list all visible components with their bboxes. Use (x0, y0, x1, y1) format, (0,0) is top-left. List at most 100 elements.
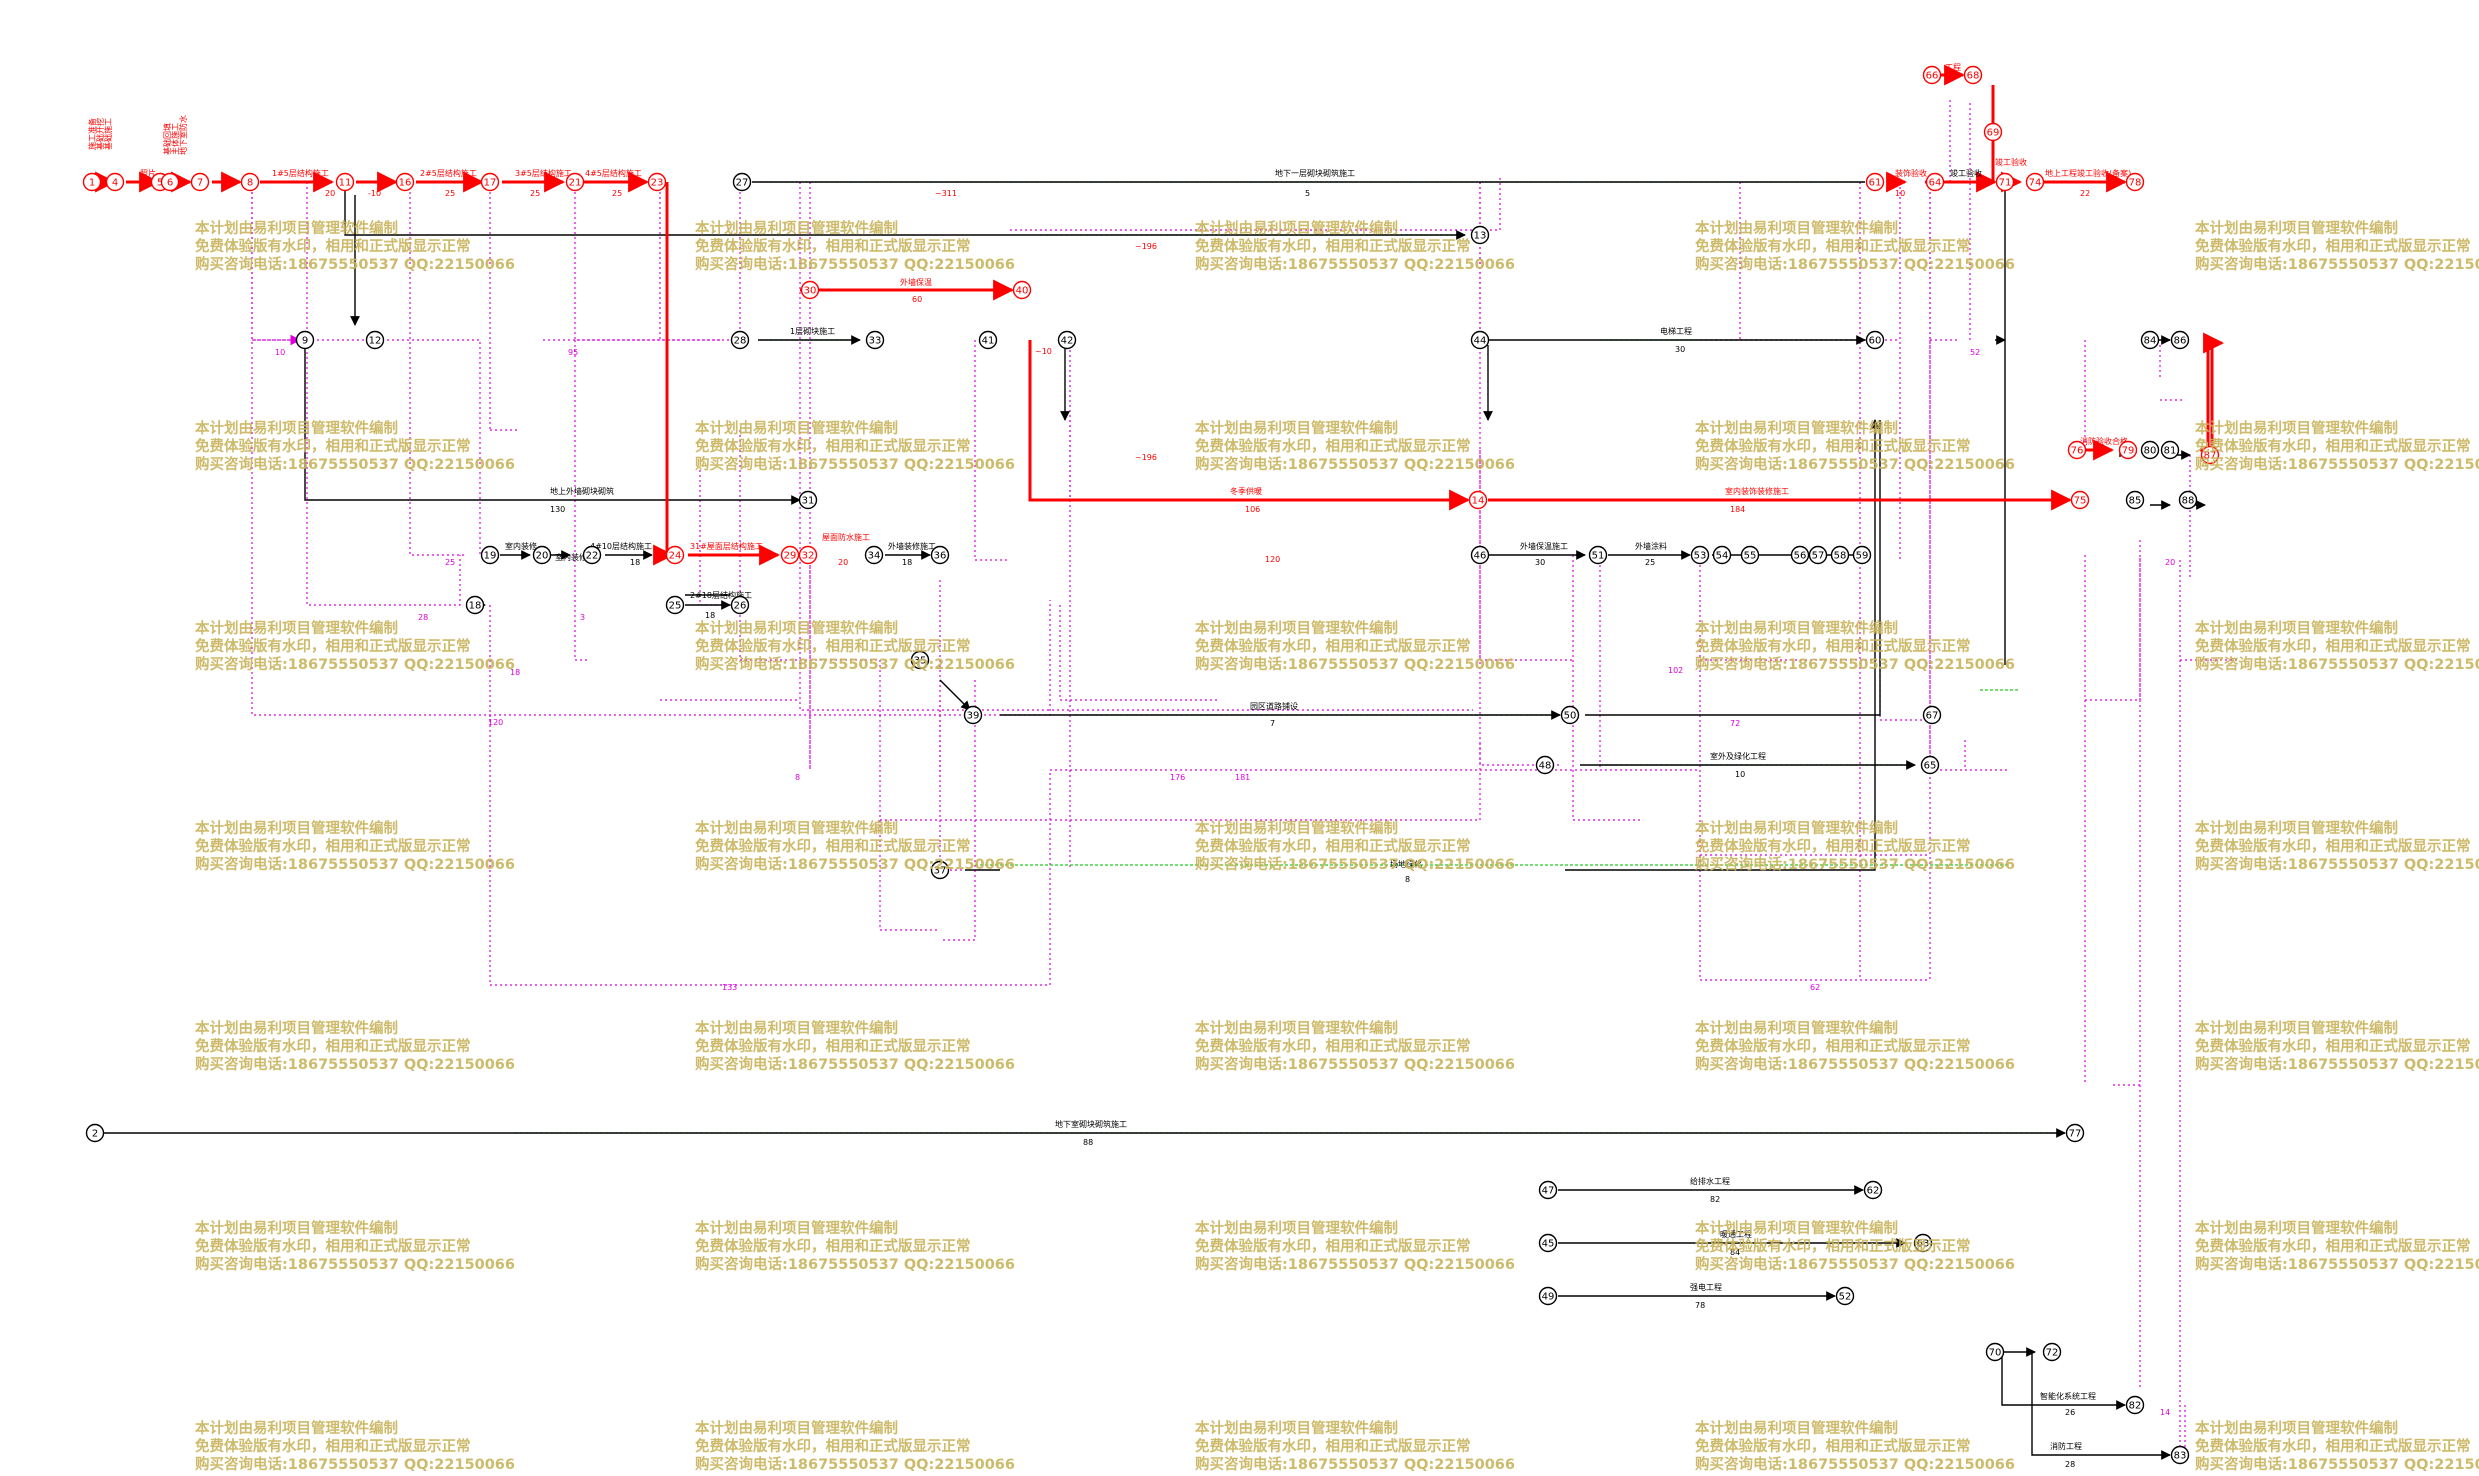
node-65: 65 (1920, 755, 1940, 775)
label-e30_40: 外墙保温 (900, 277, 932, 287)
node-number: 54 (1716, 551, 1729, 562)
node-number: 74 (2029, 178, 2042, 189)
node-number: 44 (1474, 336, 1487, 347)
label-dash_181: 181 (1235, 773, 1250, 782)
label-e21_23_dur: 25 (612, 189, 622, 198)
label-e49_52_dur: 78 (1695, 1301, 1705, 1310)
node-circle (1922, 65, 1942, 85)
svg-text:基础开挖: 基础开挖 (95, 118, 105, 150)
label-e22_24: 4#10层结构施工 (590, 541, 652, 551)
watermark-line1: 本计划由易利项目管理软件编制 (2195, 1021, 2398, 1037)
node-circle (864, 545, 884, 565)
label-dash_25: 25 (445, 558, 455, 567)
watermark: 本计划由易利项目管理软件编制免费体验版有水印，相用和正式版显示正常购买咨询电话:… (1195, 1020, 1535, 1074)
label-e40_14_dur: 106 (1245, 505, 1260, 514)
watermark-line1: 本计划由易利项目管理软件编制 (1695, 221, 1898, 237)
watermark: 本计划由易利项目管理软件编制免费体验版有水印，相用和正式版显示正常购买咨询电话:… (2195, 1420, 2479, 1474)
watermark: 本计划由易利项目管理软件编制免费体验版有水印，相用和正式版显示正常购买咨询电话:… (2195, 820, 2479, 874)
watermark-line1: 本计划由易利项目管理软件编制 (195, 821, 398, 837)
label-e14_75: 室内装饰装修施工 (1725, 486, 1789, 496)
label-e47_62_dur: 82 (1710, 1195, 1720, 1204)
watermark-line2: 免费体验版有水印，相用和正式版显示正常 (695, 639, 971, 655)
node-number: 7 (197, 178, 203, 189)
node-circle (1963, 65, 1983, 85)
node-circle (565, 172, 585, 192)
label-e25_26_dur: 18 (705, 611, 715, 620)
node-63: 63 (1913, 1233, 1933, 1253)
node-circle (2067, 440, 2087, 460)
label-e32_46: 120 (1265, 555, 1280, 564)
node-circle (798, 545, 818, 565)
node-number: 85 (2129, 496, 2142, 507)
watermark-line1: 本计划由易利项目管理软件编制 (1195, 1421, 1398, 1437)
svg-text:地下室防水: 地下室防水 (178, 115, 188, 155)
node-circle (1863, 1180, 1883, 1200)
node-number: 41 (982, 336, 995, 347)
node-61: 61 (1865, 172, 1885, 192)
watermark-line2: 免费体验版有水印，相用和正式版显示正常 (195, 1439, 471, 1455)
node-number: 34 (868, 551, 881, 562)
watermark: 本计划由易利项目管理软件编制免费体验版有水印，相用和正式版显示正常购买咨询电话:… (1695, 1420, 2035, 1474)
watermark-line3: 购买咨询电话:18675550537 QQ:22150066 (1195, 857, 1515, 873)
critical-path (95, 64, 2225, 566)
node-number: 31 (802, 496, 815, 507)
watermark-line1: 本计划由易利项目管理软件编制 (2195, 421, 2398, 437)
watermark-line1: 本计划由易利项目管理软件编制 (195, 621, 398, 637)
watermark-line1: 本计划由易利项目管理软件编制 (1695, 1221, 1898, 1237)
label-e2_77: 地下室砌块砌筑施工 (1055, 1119, 1127, 1129)
label-e44_60_dur: 30 (1675, 345, 1685, 354)
watermark-line2: 免费体验版有水印，相用和正式版显示正常 (2195, 839, 2471, 855)
label-e47_62: 给排水工程 (1690, 1176, 1730, 1186)
node-18: 18 (465, 595, 485, 615)
node-circle (105, 172, 125, 192)
normal-activities (102, 181, 2206, 1460)
node-12: 12 (365, 330, 385, 350)
node-76: 76 (2067, 440, 2087, 460)
watermark-line3: 购买咨询电话:18675550537 QQ:22150066 (1695, 857, 2015, 873)
watermark-line3: 购买咨询电话:18675550537 QQ:22150066 (695, 1457, 1015, 1473)
watermark-line1: 本计划由易利项目管理软件编制 (1195, 421, 1398, 437)
label-e61_64_dur: 10 (1895, 189, 1905, 198)
watermark: 本计划由易利项目管理软件编制免费体验版有水印，相用和正式版显示正常购买咨询电话:… (695, 1020, 1035, 1074)
watermark-line3: 购买咨询电话:18675550537 QQ:22150066 (1695, 657, 2015, 673)
node-number: 25 (669, 601, 682, 612)
watermark: 本计划由易利项目管理软件编制免费体验版有水印，相用和正式版显示正常购买咨询电话:… (195, 620, 535, 674)
watermark: 本计划由易利项目管理软件编制免费体验版有水印，相用和正式版显示正常购买咨询电话:… (1195, 620, 1535, 674)
watermark-line2: 免费体验版有水印，相用和正式版显示正常 (1195, 839, 1471, 855)
node-number: 13 (1474, 231, 1487, 242)
watermark-line2: 免费体验版有水印，相用和正式版显示正常 (1695, 1439, 1971, 1455)
node-9: 9 (295, 330, 315, 350)
watermark: 本计划由易利项目管理软件编制免费体验版有水印，相用和正式版显示正常购买咨询电话:… (1695, 820, 2035, 874)
node-55: 55 (1740, 545, 1760, 565)
node-47: 47 (1538, 1180, 1558, 1200)
node-circle (963, 705, 983, 725)
watermark: 本计划由易利项目管理软件编制免费体验版有水印，相用和正式版显示正常购买咨询电话:… (195, 420, 535, 474)
node-number: 62 (1867, 1186, 1880, 1197)
watermark-line3: 购买咨询电话:18675550537 QQ:22150066 (1695, 1257, 2015, 1273)
watermark-line3: 购买咨询电话:18675550537 QQ:22150066 (195, 857, 515, 873)
label-e8_11: 1#5层结构施工 (272, 168, 329, 178)
node-57: 57 (1808, 545, 1828, 565)
label-e61_64: 装饰验收 (1895, 168, 1927, 178)
label-e51_53: 外墙涂料 (1635, 541, 1667, 551)
node-number: 86 (2174, 336, 2187, 347)
node-69: 69 (1983, 122, 2003, 142)
watermark-line2: 免费体验版有水印，相用和正式版显示正常 (2195, 239, 2471, 255)
node-number: 65 (1924, 761, 1937, 772)
node-45: 45 (1538, 1233, 1558, 1253)
node-circle (1588, 545, 1608, 565)
node-1: 1 (82, 172, 102, 192)
watermark: 本计划由易利项目管理软件编制免费体验版有水印，相用和正式版显示正常购买咨询电话:… (1695, 1220, 2035, 1274)
label-e_mid196: ~196 (1135, 453, 1157, 462)
node-34: 34 (864, 545, 884, 565)
label-e27_61_dur: 5 (1305, 189, 1310, 198)
watermark-line2: 免费体验版有水印，相用和正式版显示正常 (1695, 1039, 1971, 1055)
watermark-line1: 本计划由易利项目管理软件编制 (1195, 1021, 1398, 1037)
node-27: 27 (732, 172, 752, 192)
node-circle (1690, 545, 1710, 565)
node-82: 82 (2125, 1395, 2145, 1415)
node-number: 28 (734, 336, 747, 347)
node-number: 20 (536, 551, 549, 562)
node-number: 70 (1989, 1348, 2002, 1359)
node-48: 48 (1535, 755, 1555, 775)
